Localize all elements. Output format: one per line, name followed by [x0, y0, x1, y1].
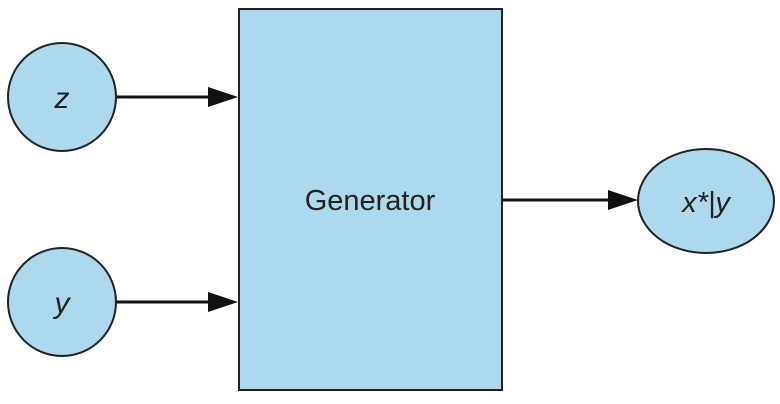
generator-label: Generator — [305, 185, 436, 217]
input-node-z-label: z — [54, 82, 70, 115]
input-node-y: y — [7, 247, 117, 357]
edge-generator-to-output — [502, 190, 638, 210]
generator-block: Generator — [238, 8, 503, 391]
input-node-y-label: y — [53, 287, 72, 320]
edge-y-to-generator — [116, 292, 238, 312]
edge-z-to-generator — [116, 87, 238, 107]
output-node: x*|y — [637, 148, 775, 254]
input-node-z: z — [7, 42, 117, 152]
output-node-label: x*|y — [680, 187, 731, 219]
